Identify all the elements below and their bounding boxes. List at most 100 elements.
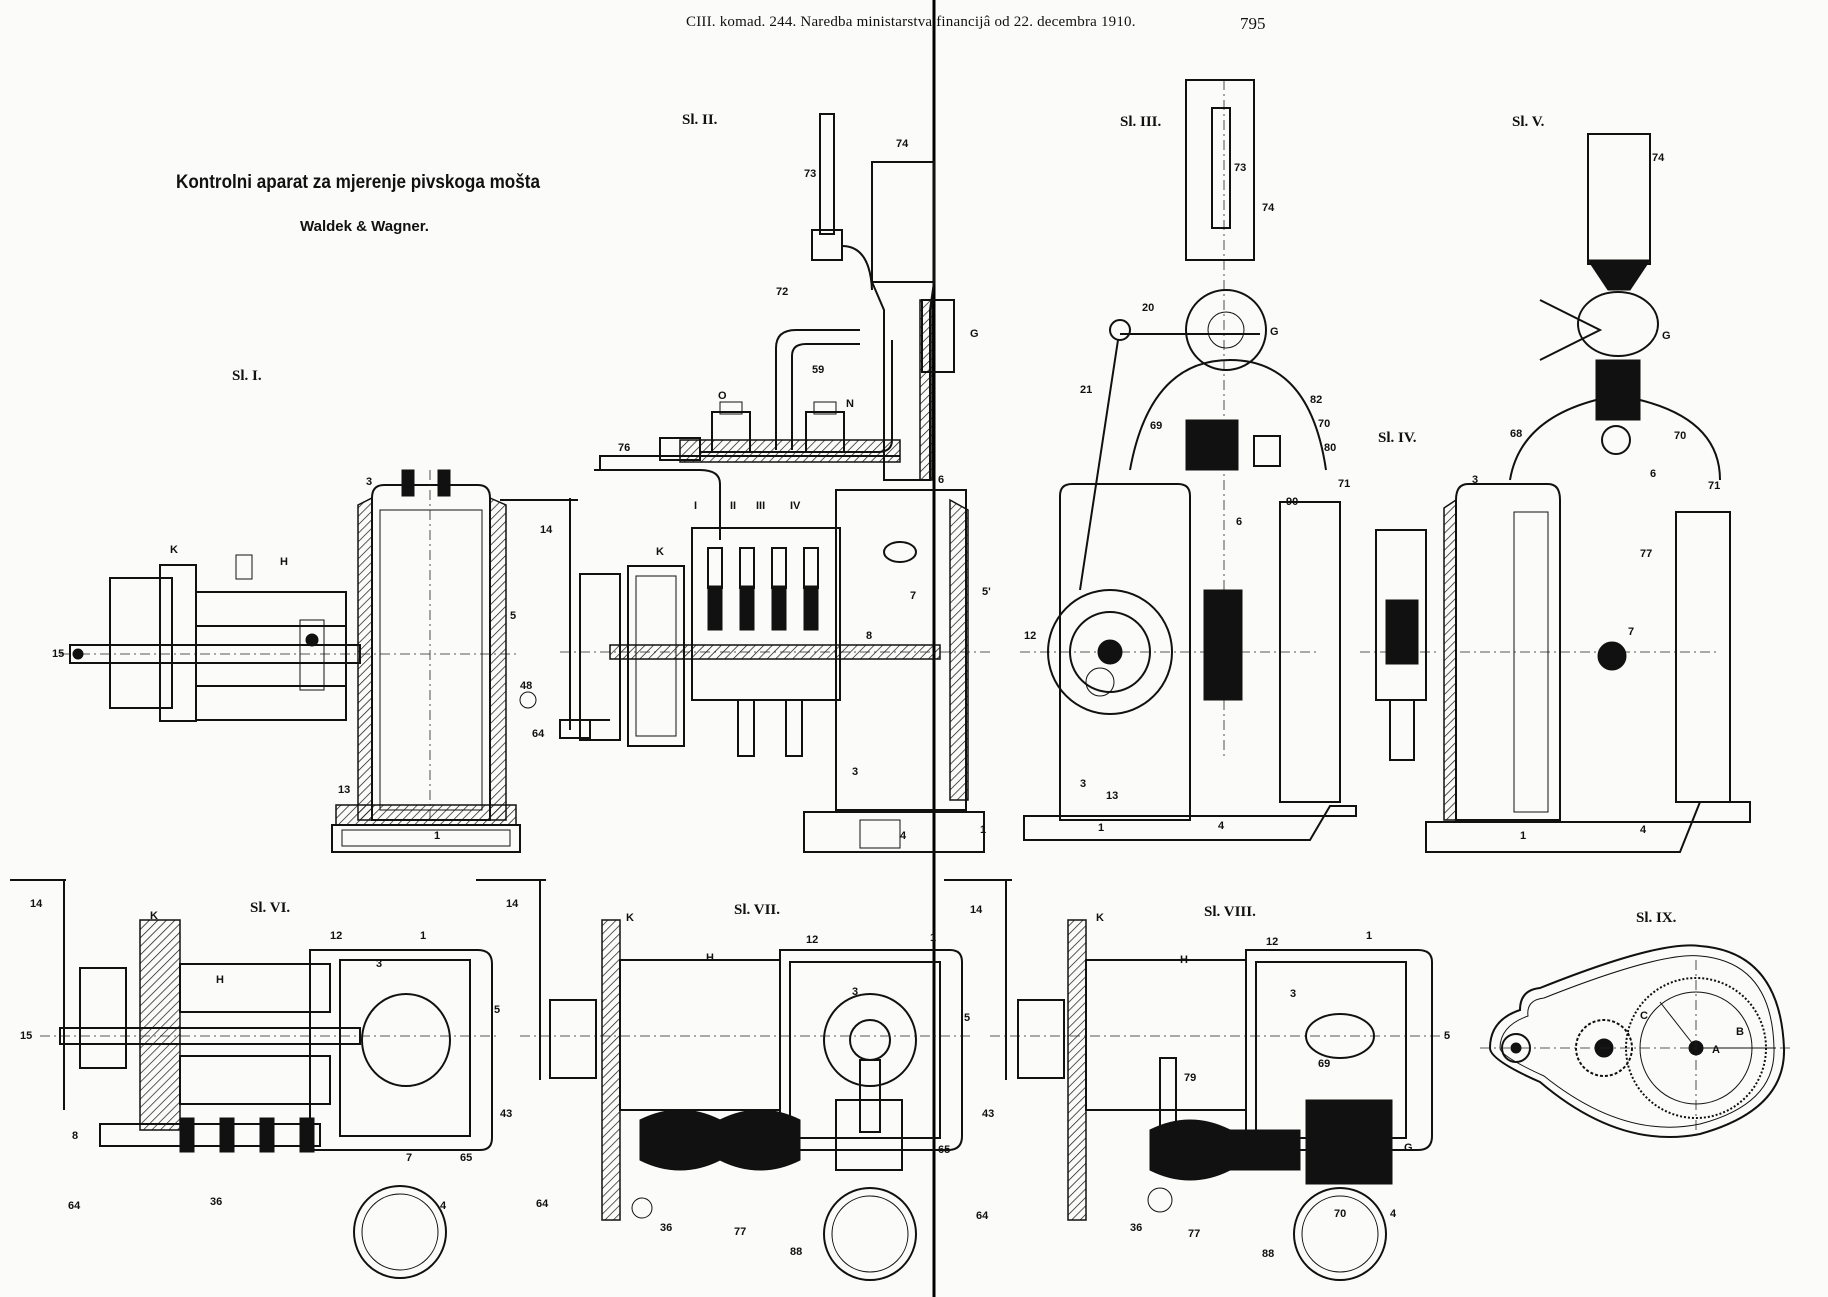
part-label: 5: [494, 1004, 501, 1016]
part-label: B: [1736, 1026, 1744, 1038]
figure-9-drawing: [1480, 944, 1790, 1138]
part-label: N: [846, 398, 854, 410]
part-label: 77: [734, 1226, 747, 1238]
figure-5-drawing: [1425, 133, 1751, 853]
part-label: K: [150, 910, 158, 922]
part-label: 65: [460, 1152, 473, 1164]
part-label: 72: [776, 286, 789, 298]
part-label: C: [1640, 1010, 1648, 1022]
part-label: 1: [420, 930, 427, 942]
part-label: 65: [938, 1144, 951, 1156]
part-label: 1: [1520, 830, 1527, 842]
part-label: 3: [852, 986, 859, 998]
part-label: 79: [1184, 1072, 1197, 1084]
part-label: 13: [338, 784, 351, 796]
part-label: 69: [1318, 1058, 1331, 1070]
part-label: 6: [1236, 516, 1243, 528]
part-label: 12: [806, 934, 819, 946]
drawing-subtitle: Waldek & Wagner.: [300, 218, 429, 235]
part-label: 71: [1708, 480, 1721, 492]
part-label: 90: [1286, 496, 1299, 508]
figure-7-drawing: [476, 879, 970, 1281]
part-label: 14: [506, 898, 519, 910]
part-label: 3: [1080, 778, 1087, 790]
part-label: G: [970, 328, 979, 340]
part-label: 8: [72, 1130, 79, 1142]
part-label: H: [706, 952, 714, 964]
part-label: 73: [804, 168, 817, 180]
part-label: 5: [964, 1012, 971, 1024]
figure-5-caption: Sl. V.: [1512, 114, 1545, 130]
part-label: 6: [1650, 468, 1657, 480]
part-label: 13: [1106, 790, 1119, 802]
part-label: 43: [500, 1108, 513, 1120]
part-label: 36: [1130, 1222, 1143, 1234]
part-label: 1: [980, 824, 987, 836]
part-label: 36: [210, 1196, 223, 1208]
part-label: II: [730, 500, 737, 512]
figure-4-caption: Sl. IV.: [1378, 430, 1417, 446]
part-label: 6: [938, 474, 945, 486]
part-label: 88: [790, 1246, 803, 1258]
part-label: 5: [1444, 1030, 1451, 1042]
part-label: 1: [1098, 822, 1105, 834]
figure-1-caption: Sl. I.: [232, 368, 262, 384]
part-label: 12: [1266, 936, 1279, 948]
figure-2-drawing: [560, 113, 990, 853]
part-label: 70: [1674, 430, 1687, 442]
part-label: 7: [406, 1152, 413, 1164]
figure-3-drawing: [1020, 79, 1357, 841]
page-header: CIII. komad. 244. Naredba ministarstva f…: [686, 14, 1136, 30]
part-label: 14: [970, 904, 983, 916]
part-label: 3: [852, 766, 859, 778]
part-label: 73: [1234, 162, 1247, 174]
part-label: 76: [618, 442, 631, 454]
part-label: 74: [896, 138, 909, 150]
page-number: 795: [1240, 14, 1266, 33]
part-label: 71: [1338, 478, 1351, 490]
part-label: 80: [1324, 442, 1337, 454]
part-label: 88: [1262, 1248, 1275, 1260]
figure-8-drawing: [944, 879, 1450, 1281]
part-label: 1: [930, 932, 937, 944]
part-label: 48: [520, 680, 533, 692]
part-label: K: [656, 546, 664, 558]
part-label: H: [1180, 954, 1188, 966]
part-label: 5: [510, 610, 517, 622]
part-label: 15: [52, 648, 65, 660]
part-label: 8: [866, 630, 873, 642]
part-label: 3: [366, 476, 373, 488]
figure-3-caption: Sl. III.: [1120, 114, 1162, 130]
figure-6-caption: Sl. VI.: [250, 900, 291, 916]
part-label: 64: [976, 1210, 989, 1222]
part-label: 3: [1472, 474, 1479, 486]
part-label: III: [756, 500, 766, 512]
part-label: G: [1404, 1142, 1413, 1154]
part-label: H: [216, 974, 224, 986]
part-label: K: [626, 912, 634, 924]
figure-4-drawing: [1360, 529, 1440, 761]
part-label: 14: [540, 524, 553, 536]
part-label: 7: [1628, 626, 1635, 638]
part-label: G: [1662, 330, 1671, 342]
part-label: K: [170, 544, 178, 556]
part-label: 64: [68, 1200, 81, 1212]
part-label: 3: [1290, 988, 1297, 1000]
part-label: 4: [900, 830, 907, 842]
part-label: 4: [1218, 820, 1225, 832]
part-label: 64: [536, 1198, 549, 1210]
figure-7-caption: Sl. VII.: [734, 902, 780, 918]
part-label: 77: [1640, 548, 1653, 560]
part-label: 15: [20, 1030, 33, 1042]
part-label: 7: [910, 590, 917, 602]
part-label: 4: [440, 1200, 447, 1212]
part-label: 64: [532, 728, 545, 740]
part-label: 69: [1150, 420, 1163, 432]
part-label: 20: [1142, 302, 1155, 314]
part-label: 3: [376, 958, 383, 970]
part-label: 1: [1366, 930, 1373, 942]
figure-2-caption: Sl. II.: [682, 112, 718, 128]
part-label: 82: [1310, 394, 1323, 406]
part-label: 70: [1334, 1208, 1347, 1220]
